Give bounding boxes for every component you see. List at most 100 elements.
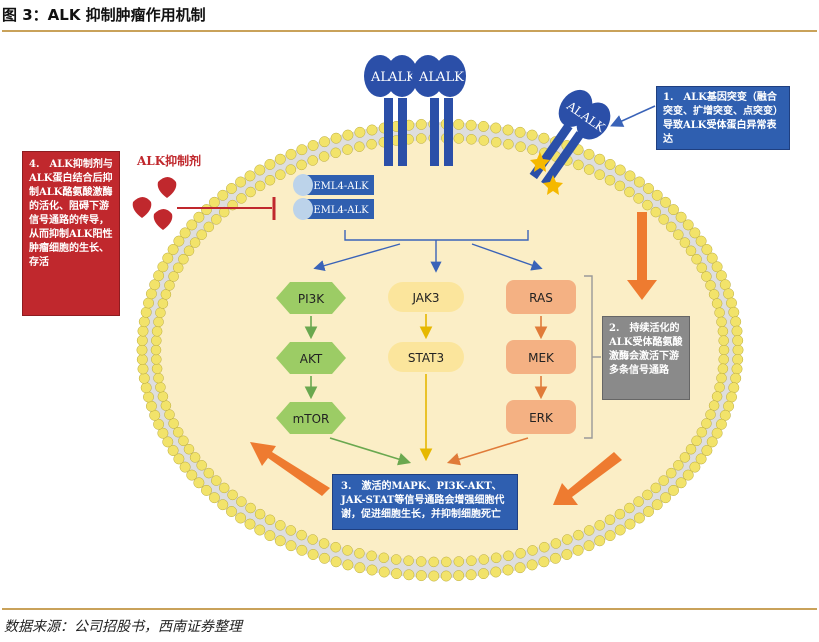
membrane-bead [696, 426, 708, 438]
membrane-bead [138, 372, 150, 384]
membrane-bead [526, 559, 538, 571]
membrane-bead [151, 354, 162, 365]
membrane-bead [624, 502, 635, 514]
membrane-bead [689, 227, 701, 239]
membrane-bead [441, 556, 452, 568]
membrane-bead [162, 436, 174, 448]
top-rule [2, 30, 817, 32]
membrane-bead [153, 270, 165, 282]
membrane-bead [168, 271, 179, 282]
mutation-star-icon [530, 152, 550, 172]
membrane-bead [561, 549, 573, 560]
membrane-bead [274, 153, 286, 165]
membrane-bead [354, 126, 366, 138]
membrane-bead [330, 132, 342, 144]
membrane-bead [354, 562, 366, 574]
membrane-bead [227, 489, 238, 501]
membrane-bead [319, 136, 330, 148]
membrane-bead [695, 235, 707, 247]
membrane-bead [583, 164, 595, 175]
membrane-bead [658, 214, 669, 225]
membrane-bead [391, 568, 402, 580]
membrane-bead [236, 496, 247, 507]
membrane-bead [539, 541, 550, 553]
membrane-bead [660, 492, 672, 504]
membrane-bead [275, 520, 286, 531]
membrane-bead [701, 445, 713, 456]
membrane-bead [160, 400, 172, 411]
membrane-bead [708, 400, 720, 411]
membrane-bead [428, 556, 439, 568]
pathway-mek: MEK [506, 340, 576, 374]
receptor-label: AL [418, 70, 437, 85]
membrane-bead [415, 133, 427, 144]
membrane-bead [254, 508, 266, 520]
membrane-bead [342, 559, 354, 571]
membrane-bead [717, 326, 729, 337]
membrane-bead [211, 214, 222, 225]
membrane-bead [143, 391, 154, 403]
pathway-akt: AKT [276, 342, 346, 374]
membrane-bead [172, 262, 184, 274]
fusion-label: EML4-ALK [313, 181, 369, 192]
membrane-bead [164, 280, 175, 291]
membrane-bead [145, 288, 157, 300]
note-activation: 2. 持续活化的ALK受体酪氨酸激酶会激活下游多条信号通路 [602, 316, 690, 400]
membrane-bead [167, 445, 179, 456]
membrane-bead [502, 564, 514, 576]
mutation-star-icon [543, 175, 563, 195]
membrane-bead [143, 297, 154, 309]
membrane-bead [650, 206, 662, 218]
membrane-bead [179, 227, 191, 239]
membrane-bead [583, 148, 595, 160]
membrane-bead [624, 186, 635, 198]
membrane-bead [701, 418, 712, 429]
membrane-bead [415, 570, 427, 582]
branch-connector [313, 230, 543, 273]
membrane-bead [514, 562, 526, 574]
membrane-bead [673, 460, 684, 471]
membrane-bead [342, 144, 353, 155]
figure-title: 图 3：ALK 抑制肿瘤作用机制 [2, 6, 206, 24]
membrane-bead [604, 158, 616, 170]
membrane-bead [705, 280, 716, 291]
membrane-bead [719, 279, 731, 291]
membrane-bead [155, 382, 166, 393]
membrane-bead [453, 570, 465, 582]
inhibitor-label: ALK抑制剂 [136, 153, 201, 168]
membrane-bead [730, 316, 742, 328]
membrane-bead [203, 467, 215, 479]
membrane-bead [157, 391, 169, 402]
membrane-bead [701, 271, 712, 282]
membrane-bead [183, 245, 195, 257]
membrane-bead [264, 174, 276, 186]
membrane-bead [490, 552, 502, 564]
membrane-bead [685, 245, 697, 257]
membrane-bead [624, 518, 636, 530]
membrane-bead [342, 129, 354, 141]
alk-receptor-dimer-2: AL ALK [412, 55, 466, 166]
membrane-bead [189, 237, 201, 248]
membrane-bead [264, 530, 276, 542]
membrane-bead [716, 316, 727, 328]
membrane-bead [711, 261, 723, 273]
membrane-bead [658, 475, 669, 486]
membrane-bead [296, 159, 307, 171]
membrane-bead [478, 120, 489, 132]
membrane-bead [732, 344, 744, 356]
membrane-bead [708, 289, 720, 300]
membrane-bead [731, 363, 743, 375]
receptor-label: ALK [435, 70, 464, 85]
membrane-bead [138, 316, 150, 328]
membrane-bead [296, 544, 308, 556]
note-signaling: 3. 激活的MAPK、PI3K-AKT、JAK-STAT等信号通路会增强细胞代谢… [332, 474, 518, 530]
membrane-bead [490, 136, 502, 148]
membrane-bead [614, 180, 626, 192]
membrane-bead [366, 138, 377, 150]
orange-arrow-downleft-icon [553, 452, 622, 505]
membrane-bead [145, 400, 157, 412]
membrane-bead [526, 129, 538, 141]
membrane-bead [264, 514, 276, 526]
membrane-bead [691, 435, 702, 447]
membrane-bead [718, 354, 729, 365]
